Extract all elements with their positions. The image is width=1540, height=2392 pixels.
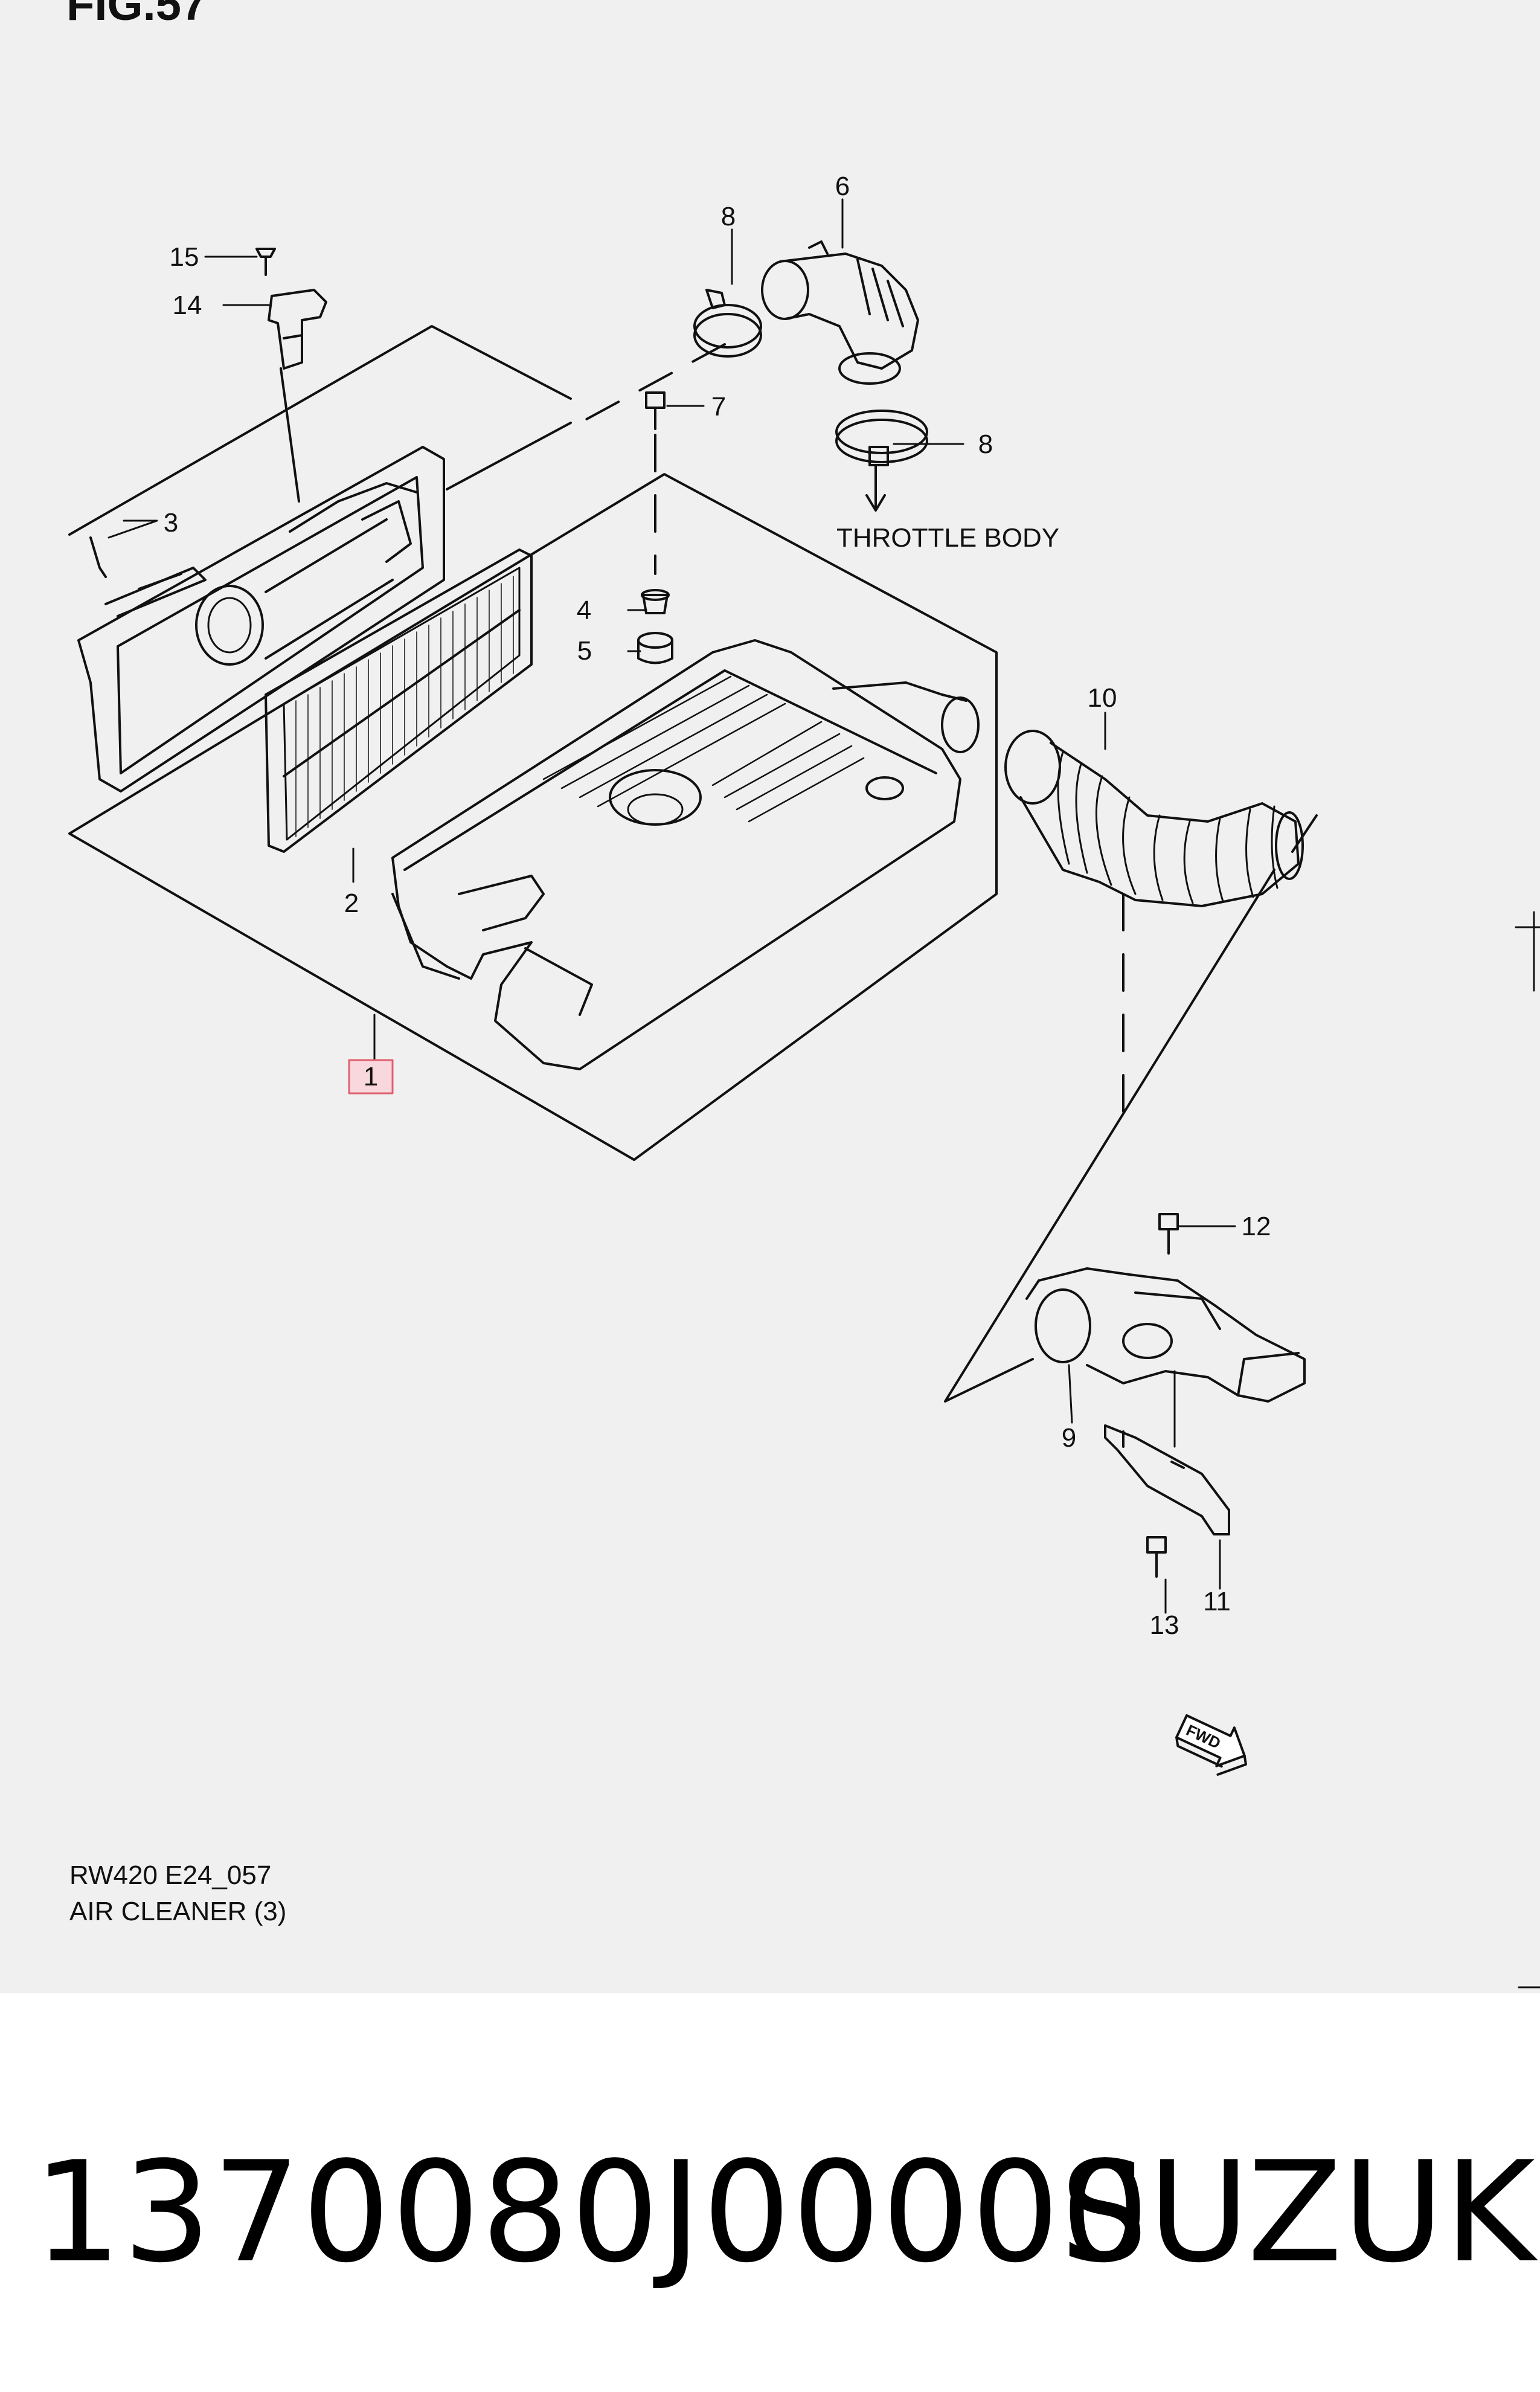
brand-name: SUZUKI (1060, 2132, 1540, 2294)
diagram-panel (0, 0, 1540, 1993)
callout-numbers: 1 2 3 4 5 6 7 8 8 9 10 11 12 13 14 15 (164, 172, 1271, 1640)
callout-label: 2 (344, 889, 359, 918)
clamp-8-lower (835, 410, 928, 466)
clamp-8-upper (693, 289, 762, 358)
callout-label: 8 (978, 429, 993, 459)
callout-label: 6 (835, 172, 850, 201)
intake-hose-6 (761, 240, 919, 385)
callout-label: 11 (1203, 1587, 1231, 1616)
bushing-5 (637, 632, 673, 664)
duct-leader (944, 814, 1318, 1403)
inlet-duct-9 (1025, 1267, 1306, 1403)
callout-leaders (107, 198, 1236, 1614)
callout-label: 14 (173, 291, 202, 320)
bolt-12 (1158, 1213, 1179, 1255)
bellows-duct-10 (1004, 730, 1304, 907)
edge-mark (1515, 911, 1540, 992)
air-cleaner-case-upper (391, 639, 980, 1070)
bracket-11 (1104, 1424, 1230, 1535)
sensor-14 (268, 289, 327, 370)
throttle-body-label: THROTTLE BODY (836, 523, 1059, 553)
callout-label: 13 (1150, 1610, 1179, 1640)
figure-title: FIG.57 (66, 0, 207, 30)
assembly-outline (68, 325, 998, 1161)
callout-label: 5 (577, 636, 592, 666)
part-number: 1370080J00000 (33, 2132, 1150, 2294)
product-caption-bar (0, 1993, 1540, 2392)
highlight-box-1 (348, 1059, 394, 1095)
callout-label: 8 (721, 202, 736, 231)
bolt-7 (645, 391, 666, 430)
figure-code: RW420 E24_057 (69, 1860, 272, 1890)
bolt-13 (1146, 1536, 1167, 1578)
callout-label: 1 (364, 1062, 378, 1092)
callout-label: 7 (711, 392, 726, 422)
throttle-body-arrow (865, 464, 886, 512)
parts-diagram: 1 2 3 4 5 6 7 8 8 9 10 11 12 13 14 15 TH… (68, 172, 1540, 1989)
callout-label: 3 (164, 508, 178, 538)
callout-label: 15 (170, 242, 199, 272)
sensor-leader (280, 367, 300, 503)
callout-label: 12 (1242, 1212, 1271, 1241)
fwd-arrow-icon: FWD (1175, 1714, 1247, 1776)
air-filter-element (265, 548, 533, 853)
callout-label: 4 (577, 596, 591, 625)
leader-dashes (579, 343, 1125, 1125)
screw-15 (255, 248, 276, 276)
callout-label: 9 (1062, 1423, 1076, 1453)
figure-name: AIR CLEANER (3) (69, 1897, 287, 1926)
grommet-4 (641, 589, 670, 614)
callout-label: 10 (1088, 683, 1117, 713)
